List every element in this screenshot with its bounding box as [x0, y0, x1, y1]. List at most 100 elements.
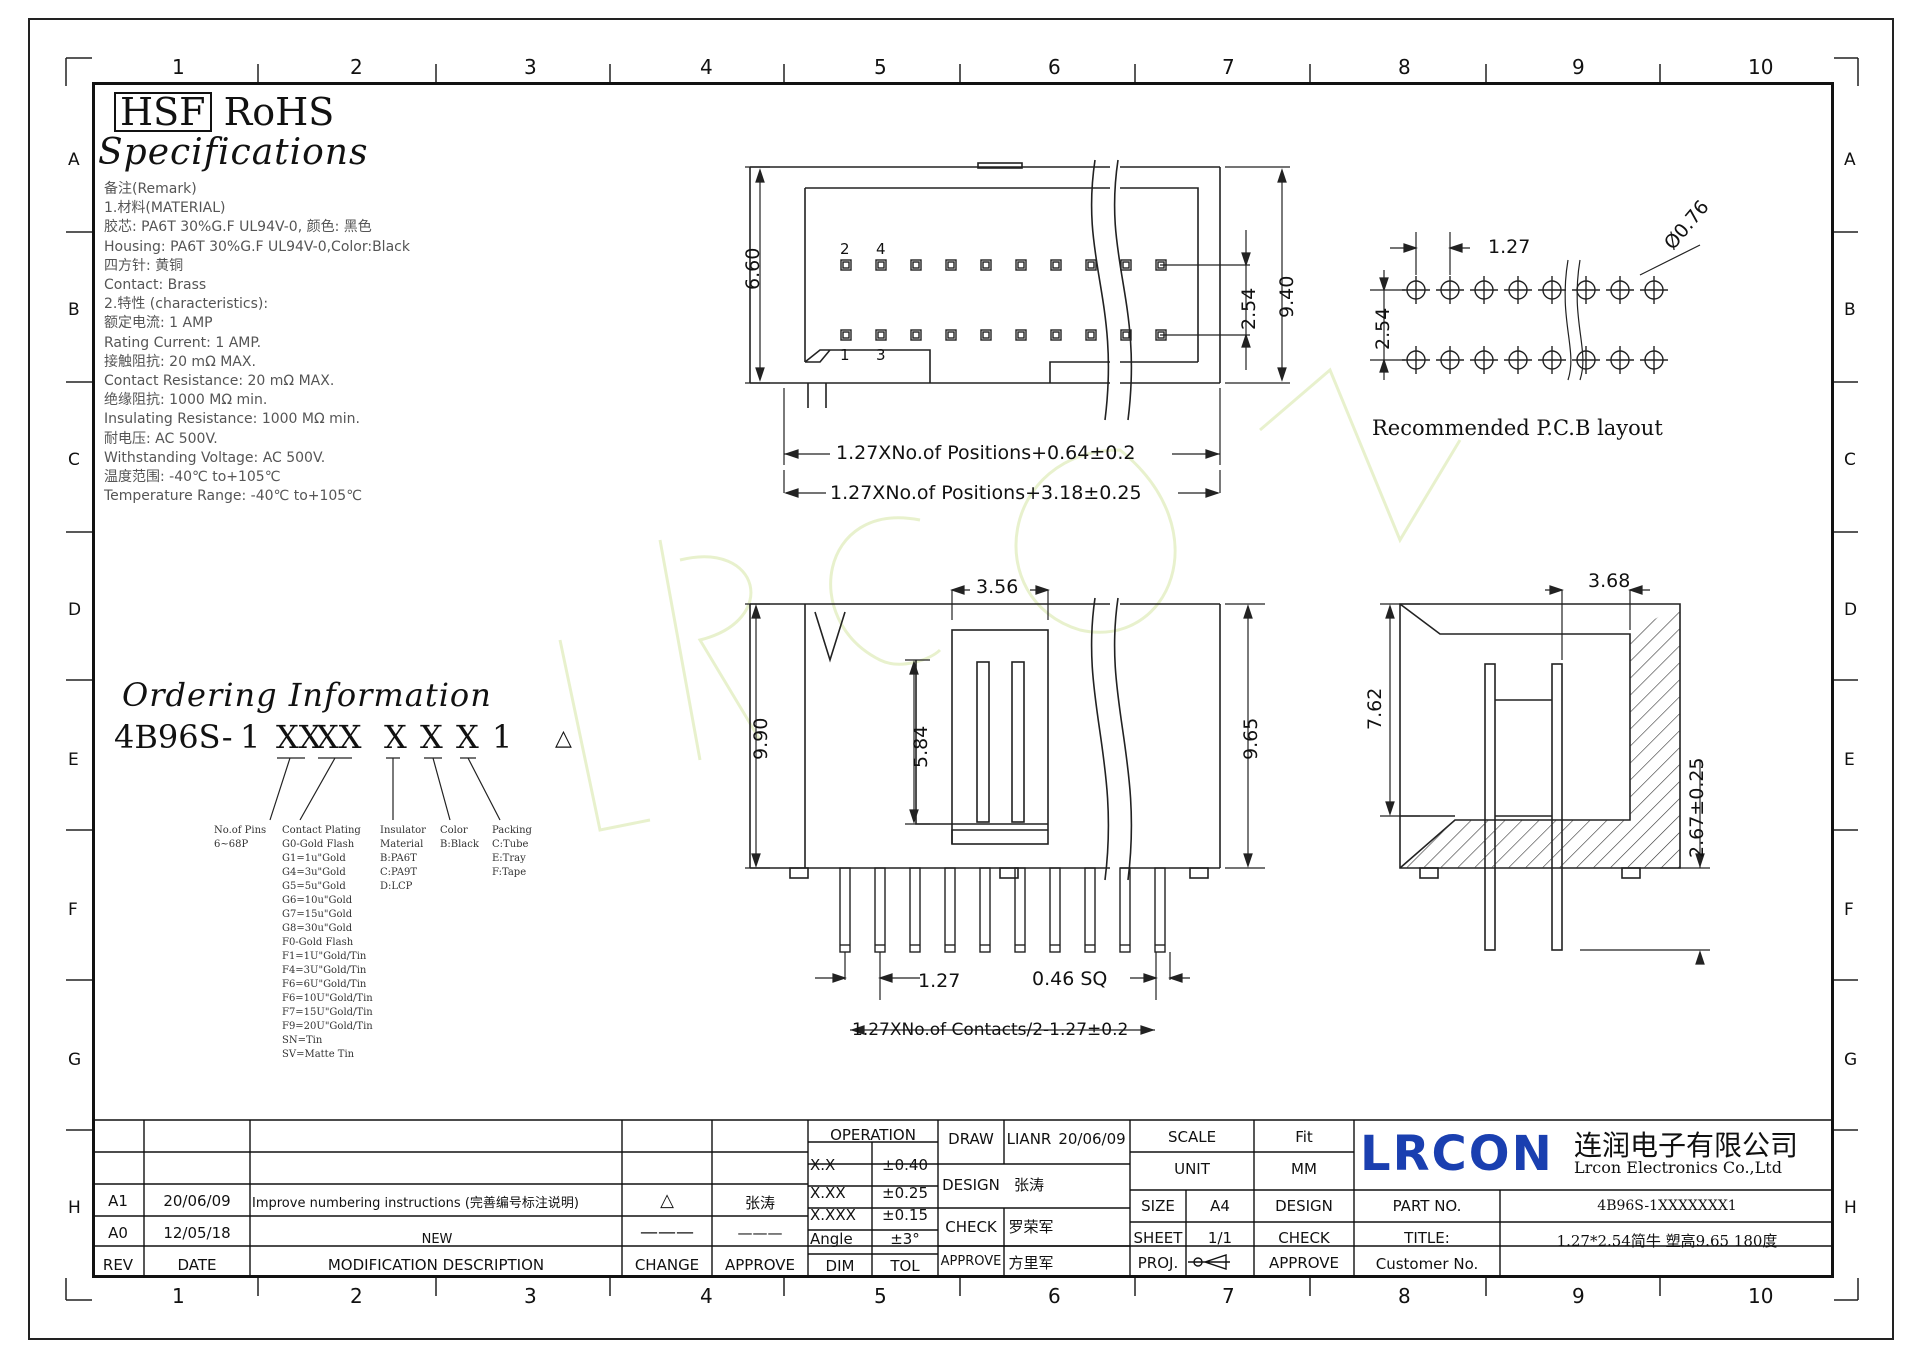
tolerance-value: ±0.25: [882, 1184, 928, 1202]
dim-front-right: 9.65: [1240, 717, 1262, 760]
remark-line: 额定电流: 1 AMP: [104, 315, 213, 332]
ordering-option: F6=6U"Gold/Tin: [282, 979, 367, 990]
ordering-option: F4=3U"Gold/Tin: [282, 965, 367, 976]
dim-side-tail: 2.67±0.25: [1686, 757, 1708, 858]
customer-label: Customer No.: [1375, 1255, 1479, 1273]
contact-square: [945, 329, 957, 341]
grid-col-top-10: 10: [1748, 55, 1774, 79]
ordering-option: G4=3u"Gold: [282, 867, 346, 878]
check-label: CHECK: [945, 1218, 997, 1236]
grid-col-top-5: 5: [874, 55, 887, 79]
remark-line: 温度范围: -40℃ to+105℃: [104, 469, 281, 486]
remark-line: 耐电压: AC 500V.: [104, 430, 218, 447]
part-code-segment: 1: [492, 718, 513, 756]
contact-square-inner: [1052, 331, 1060, 339]
dim-front-top: 3.56: [976, 576, 1019, 598]
remark-line: 胶芯: PA6T 30%G.F UL94V-0, 颜色: 黑色: [104, 219, 372, 236]
contact-square-inner: [877, 331, 885, 339]
contact-square: [1015, 259, 1027, 271]
contact-pin: [839, 867, 851, 953]
title-label: TITLE:: [1404, 1229, 1450, 1247]
grid-col-top-7: 7: [1222, 55, 1235, 79]
dim-front-left: 9.90: [750, 717, 772, 760]
lrcon-logo: LRCON: [1360, 1126, 1554, 1182]
revision-change: △: [660, 1190, 674, 1211]
dim-side-top: 3.68: [1588, 570, 1631, 592]
ordering-column-title: Insulator: [380, 825, 426, 836]
pcb-hole-center: [1640, 276, 1668, 304]
ordering-option: G5=5u"Gold: [282, 881, 346, 892]
ordering-option: F6=10U"Gold/Tin: [282, 993, 373, 1004]
grid-col-bottom-3: 3: [524, 1284, 537, 1308]
grid-col-bottom-5: 5: [874, 1284, 887, 1308]
contact-square: [875, 329, 887, 341]
grid-row-left-G: G: [68, 1050, 82, 1070]
design-label: DESIGN: [942, 1176, 1000, 1194]
rev-header: REV: [102, 1256, 134, 1274]
contact-pin: [1119, 867, 1131, 953]
dim-front-bottom: 1.27XNo.of Contacts/2-1.27±0.2: [852, 1020, 1129, 1040]
grid-row-right-E: E: [1844, 750, 1855, 770]
grid-col-top-9: 9: [1572, 55, 1585, 79]
grid-row-right-F: F: [1844, 900, 1854, 920]
grid-row-right-B: B: [1844, 300, 1856, 320]
remark-line: 2.特性 (characteristics):: [104, 296, 269, 313]
pcb-hole-center: [1538, 346, 1566, 374]
pcb-hole-center: [1504, 276, 1532, 304]
dim-pcb-pitch: 1.27: [1488, 236, 1531, 258]
ordering-option: G6=10u"Gold: [282, 895, 353, 906]
approve-header: APPROVE: [724, 1256, 796, 1274]
contact-square: [980, 259, 992, 271]
contact-square-inner: [947, 261, 955, 269]
grid-col-bottom-2: 2: [350, 1284, 363, 1308]
remark-line: 四方针: 黄铜: [104, 257, 184, 274]
remark-line: Withstanding Voltage: AC 500V.: [104, 449, 326, 466]
check2-label: CHECK: [1278, 1229, 1330, 1247]
remark-line: 备注(Remark): [104, 181, 197, 197]
contact-square-inner: [842, 331, 850, 339]
contact-square: [1120, 259, 1132, 271]
contact-square: [910, 259, 922, 271]
approve2-label: APPROVE: [1268, 1254, 1340, 1272]
tolerance-value: ±0.40: [882, 1156, 928, 1174]
tolerance-value: ±3°: [890, 1230, 920, 1248]
revision-code: A0: [108, 1224, 128, 1242]
remark-line: Insulating Resistance: 1000 MΩ min.: [104, 411, 360, 428]
ordering-option: SV=Matte Tin: [282, 1049, 355, 1060]
dim-top-pitch: 2.54: [1238, 287, 1260, 330]
grid-row-right-D: D: [1844, 600, 1858, 620]
revision-change: ———: [640, 1222, 694, 1243]
part-no-label: PART NO.: [1392, 1197, 1462, 1215]
scale-value: Fit: [1295, 1128, 1313, 1146]
pcb-hole-center: [1538, 276, 1566, 304]
contact-square-inner: [1122, 331, 1130, 339]
grid-col-top-4: 4: [700, 55, 713, 79]
proj-label: PROJ.: [1137, 1254, 1179, 1272]
contact-square-inner: [912, 261, 920, 269]
ordering-column-title: No.of Pins: [214, 825, 267, 836]
ordering-option: F7=15U"Gold/Tin: [282, 1007, 373, 1018]
top-view-pins: [840, 259, 1167, 341]
ordering-option: G0-Gold Flash: [282, 839, 355, 850]
ordering-option: C:PA9T: [380, 867, 418, 878]
remarks-list: 备注(Remark)1.材料(MATERIAL)胶芯: PA6T 30%G.F …: [104, 180, 524, 506]
tol-label: TOL: [890, 1257, 920, 1275]
grid-ticks: [65, 57, 1859, 1301]
ordering-option: G8=30u"Gold: [282, 923, 353, 934]
part-code-segment: XX: [316, 718, 362, 756]
title-value: 1.27*2.54简牛 塑高9.65 180度: [1556, 1232, 1778, 1250]
remark-line: Rating Current: 1 AMP.: [104, 334, 262, 351]
draw-date: 20/06/09: [1058, 1130, 1126, 1148]
grid-col-top-2: 2: [350, 55, 363, 79]
sheet-value: 1/1: [1207, 1229, 1233, 1247]
pcb-hole-center: [1402, 346, 1430, 374]
ordering-column-title: Packing: [492, 825, 532, 836]
dim-top-width-outer: 1.27XNo.of Positions+3.18±0.25: [830, 482, 1142, 504]
ordering-option: SN=Tin: [282, 1035, 323, 1046]
pin-label-2: 2: [840, 240, 850, 258]
dim-top-height: 9.40: [1276, 275, 1298, 318]
design-name: 张涛: [1013, 1176, 1044, 1194]
